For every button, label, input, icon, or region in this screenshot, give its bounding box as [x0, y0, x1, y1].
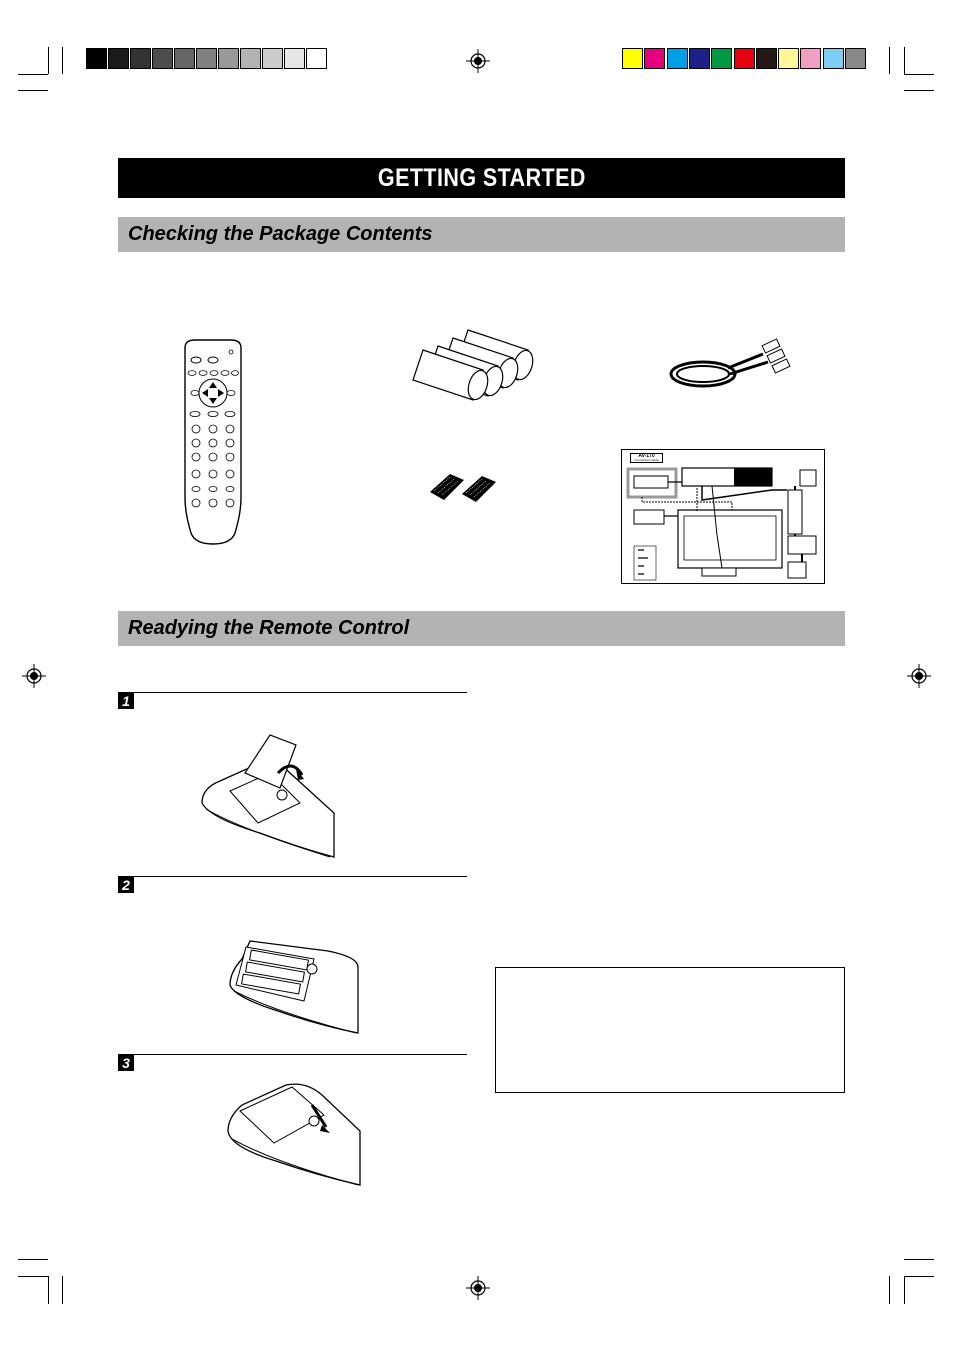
color-swatch [666, 48, 688, 69]
page-title: GETTING STARTED [118, 158, 845, 198]
registration-target-top [466, 49, 490, 73]
registration-target-bottom [466, 1276, 490, 1300]
step-3-close-cover-illustration [227, 1083, 361, 1186]
step-1-number: 1 [118, 693, 134, 709]
color-swatch [822, 48, 844, 69]
connection-diagram [626, 467, 817, 581]
color-swatch [733, 48, 755, 69]
gray-swatch [152, 48, 173, 69]
remote-control-illustration [184, 339, 242, 545]
color-swatch [755, 48, 777, 69]
page-title-text: GETTING STARTED [377, 164, 586, 192]
registration-target-left [22, 664, 46, 688]
gray-swatch [174, 48, 195, 69]
video-cable-illustration [669, 338, 791, 388]
connection-guide-subtitle: Connection Guide [634, 458, 659, 462]
batteries-illustration [412, 329, 534, 401]
section-heading-remote: Readying the Remote Control [118, 611, 845, 646]
gray-swatch [306, 48, 327, 69]
gray-swatch [86, 48, 107, 69]
color-swatch [845, 48, 866, 69]
section-heading-package-text: Checking the Package Contents [128, 223, 433, 245]
gray-swatch [130, 48, 151, 69]
section-heading-package: Checking the Package Contents [118, 217, 845, 252]
gray-swatch [218, 48, 239, 69]
registration-target-right [907, 664, 931, 688]
gray-swatch [262, 48, 283, 69]
color-swatch [800, 48, 822, 69]
connection-guide-model: AV-170 [638, 453, 655, 459]
gray-swatch [240, 48, 261, 69]
step-2-insert-batteries-illustration [229, 940, 359, 1034]
step-1-rule [118, 692, 467, 693]
step-2-number: 2 [118, 877, 134, 893]
color-swatch [778, 48, 800, 69]
connection-guide-label-box: AV-170 Connection Guide [630, 453, 663, 463]
velcro-pads-illustration [430, 474, 496, 502]
step-3-rule [118, 1054, 467, 1055]
gray-swatch [196, 48, 217, 69]
gray-swatch [284, 48, 305, 69]
color-swatch [688, 48, 710, 69]
color-swatch [622, 48, 643, 69]
section-heading-remote-text: Readying the Remote Control [128, 617, 410, 639]
color-swatch [644, 48, 666, 69]
step-3-number: 3 [118, 1055, 134, 1071]
connection-guide-sheet: AV-170 Connection Guide [621, 449, 825, 584]
step-1-open-cover-illustration [201, 734, 335, 858]
gray-swatch [108, 48, 129, 69]
note-box [495, 967, 845, 1093]
color-swatch [711, 48, 733, 69]
step-2-rule [118, 876, 467, 877]
